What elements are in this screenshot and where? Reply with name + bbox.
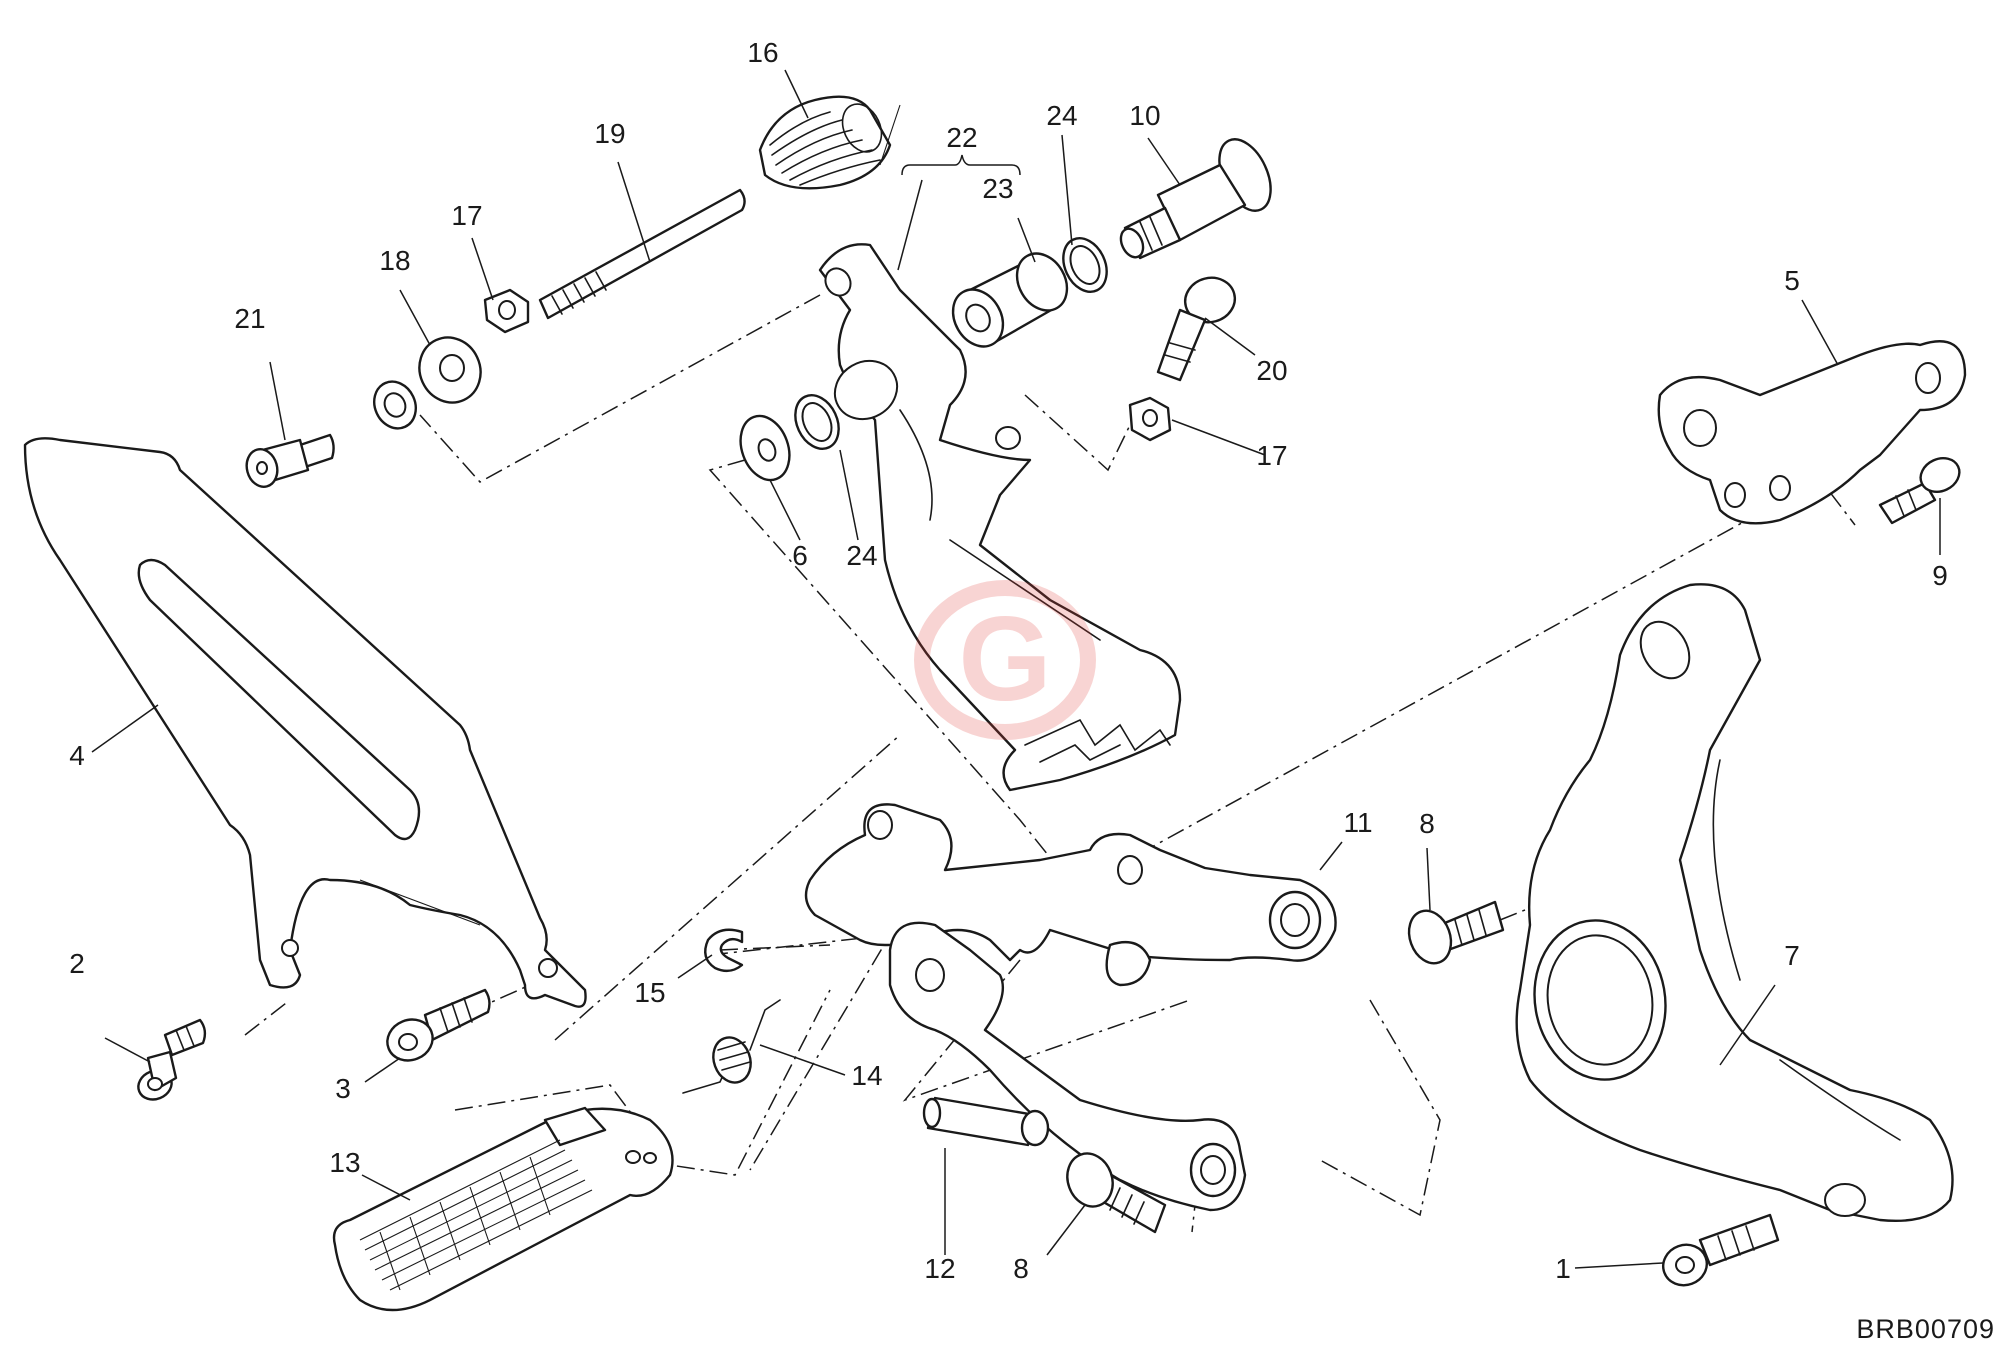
footpeg-bracket-11	[804, 803, 1337, 987]
callout-7: 7	[1784, 940, 1800, 971]
callout-24-lower: 24	[846, 540, 877, 571]
callout-4: 4	[69, 740, 85, 771]
watermark-letter: G	[958, 592, 1051, 726]
callout-11: 11	[1343, 807, 1372, 838]
footpeg-pin	[922, 1096, 1050, 1147]
callout-22: 22	[946, 122, 977, 153]
screw-2	[137, 1018, 207, 1101]
spring-16	[758, 95, 901, 190]
nut-17-lower	[1128, 396, 1172, 442]
callout-24-upper: 24	[1046, 100, 1077, 131]
callout-16: 16	[747, 37, 778, 68]
callout-1: 1	[1555, 1253, 1571, 1284]
nut-washer-pin-group	[373, 188, 746, 430]
callout-3: 3	[335, 1073, 351, 1104]
o-ring-24-upper	[1062, 237, 1108, 293]
screw-9	[1878, 457, 1961, 525]
bushing-23	[951, 252, 1069, 348]
callout-8-lower: 8	[1013, 1253, 1029, 1284]
callout-15: 15	[634, 977, 665, 1008]
watermark-logo: G	[914, 580, 1096, 740]
support-bracket-5	[1657, 340, 1967, 525]
leader-lines	[91, 69, 1941, 1269]
callout-21: 21	[234, 303, 265, 334]
callout-8-upper: 8	[1419, 808, 1435, 839]
washer-6	[739, 414, 791, 482]
rear-set-mount-7	[1515, 583, 1954, 1222]
callout-17-upper: 17	[451, 200, 482, 231]
callout-labels: 1 2 3 4 5 6 7 8 8 9 10 11 12 13 14 15 16…	[69, 37, 1948, 1284]
callout-20: 20	[1256, 355, 1287, 386]
footpeg-13	[332, 1106, 674, 1312]
screw-8-lower	[1066, 1152, 1167, 1234]
callout-13: 13	[329, 1147, 360, 1178]
callout-5: 5	[1784, 265, 1800, 296]
callout-14: 14	[851, 1060, 882, 1091]
footpeg-arm-12	[888, 921, 1247, 1212]
pivot-bolt-10	[1119, 138, 1272, 260]
callout-6: 6	[792, 540, 808, 571]
callout-9: 9	[1932, 560, 1948, 591]
screw-1	[1662, 1213, 1780, 1287]
callout-10: 10	[1129, 100, 1160, 131]
screw-8-upper	[1407, 900, 1505, 965]
o-ring-24-lower	[794, 394, 840, 450]
brake-lever	[818, 243, 1182, 792]
pin-20	[1156, 276, 1237, 382]
torsion-spring-14	[682, 999, 781, 1094]
callout-19: 19	[594, 118, 625, 149]
screw-21	[245, 433, 335, 488]
callout-18: 18	[379, 245, 410, 276]
callout-2: 2	[69, 948, 85, 979]
callout-17-lower: 17	[1256, 440, 1287, 471]
drawing-code: BRB00709	[1856, 1314, 1995, 1344]
circlip-15	[704, 928, 744, 973]
screw-3	[386, 988, 491, 1062]
callout-12: 12	[924, 1253, 955, 1284]
callout-23: 23	[982, 173, 1013, 204]
heel-guard-plate	[23, 437, 587, 1008]
